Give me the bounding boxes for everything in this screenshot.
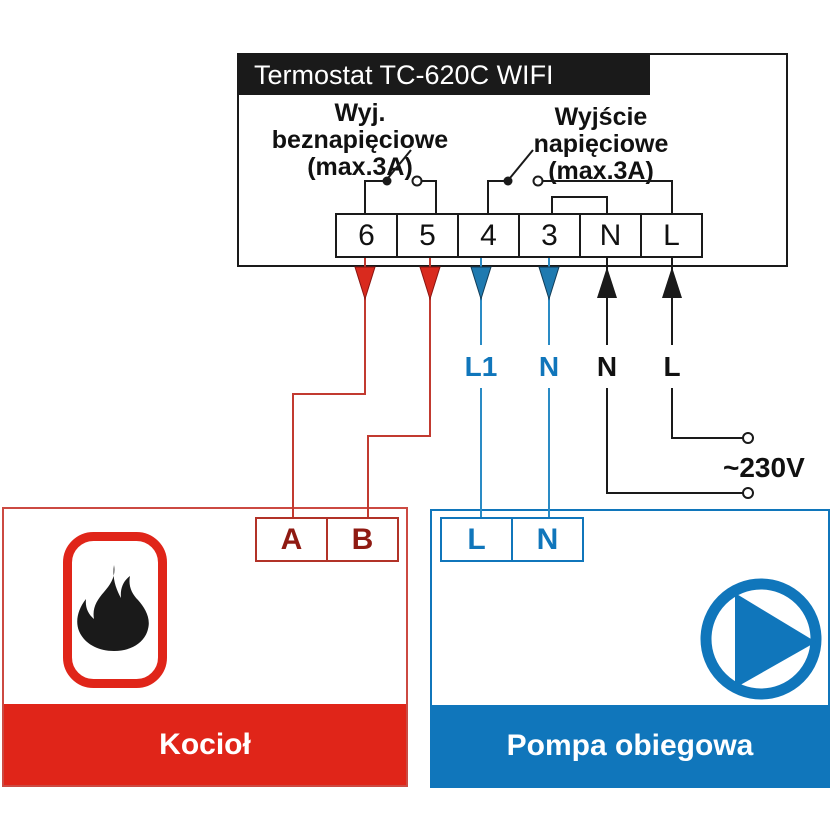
- boiler-terminal-strip: A B: [255, 517, 399, 562]
- boiler-name-band: Kocioł: [4, 704, 406, 785]
- flame-icon-glyph: [77, 565, 149, 651]
- pump-icon: [700, 578, 822, 700]
- wire-label-n-black: N: [596, 351, 618, 382]
- arrow-up-neutral: [597, 267, 617, 298]
- terminal-strip: 6 5 4 3 N L: [335, 213, 703, 258]
- thermostat-title-bar: Termostat TC-620C WIFI: [239, 55, 650, 95]
- boiler-wire-arrows: [354, 266, 441, 301]
- voltage-output-label-line1: Wyjście napięciowe: [533, 103, 669, 158]
- pump-terminal-l: L: [467, 522, 486, 556]
- mains-wire-arrows: [597, 267, 682, 298]
- arrow-down-terminal5: [419, 266, 441, 301]
- terminal-n: N: [579, 215, 640, 256]
- mains-voltage-label: ~230V: [723, 452, 805, 483]
- wire-terminal6-to-a: [292, 258, 366, 519]
- terminal-4: 4: [457, 215, 518, 256]
- terminal-l: L: [640, 215, 701, 256]
- pump-terminal-strip: L N: [440, 517, 584, 562]
- arrow-down-terminal6: [354, 266, 376, 301]
- pump-wire-arrows: [470, 266, 560, 301]
- boiler-terminal-a: A: [280, 522, 303, 556]
- flame-icon: [63, 532, 167, 688]
- pump-terminal-n: N: [511, 519, 582, 560]
- mains-live-terminal-circle: [742, 432, 754, 444]
- voltfree-output-label: Wyj. beznapięciowe (max.3A): [244, 100, 476, 181]
- voltfree-output-label-line1: Wyj. beznapięciowe: [271, 99, 449, 154]
- arrow-down-terminal3: [538, 266, 560, 301]
- mains-neutral-terminal-circle: [742, 487, 754, 499]
- pump-name-band: Pompa obiegowa: [432, 705, 828, 786]
- arrow-up-live: [662, 267, 682, 298]
- wire-terminal5-to-b: [367, 258, 431, 519]
- pump-wires: [480, 258, 550, 519]
- arrow-down-terminal4: [470, 266, 492, 301]
- terminal-5: 5: [396, 215, 457, 256]
- voltage-output-label-line2: (max.3A): [548, 157, 654, 185]
- pump-icon-triangle: [735, 593, 816, 688]
- wire-label-n-blue: N: [538, 351, 560, 382]
- wire-label-l-black: L: [663, 351, 681, 382]
- boiler-wires: [292, 258, 431, 519]
- wire-live-lower: [671, 388, 743, 439]
- terminal-3: 3: [518, 215, 579, 256]
- boiler-terminal-b: B: [326, 519, 397, 560]
- voltfree-output-label-line2: (max.3A): [307, 153, 413, 181]
- voltage-output-label: Wyjście napięciowe (max.3A): [490, 104, 712, 185]
- wire-label-l1: L1: [464, 351, 498, 382]
- terminal-6: 6: [358, 218, 375, 252]
